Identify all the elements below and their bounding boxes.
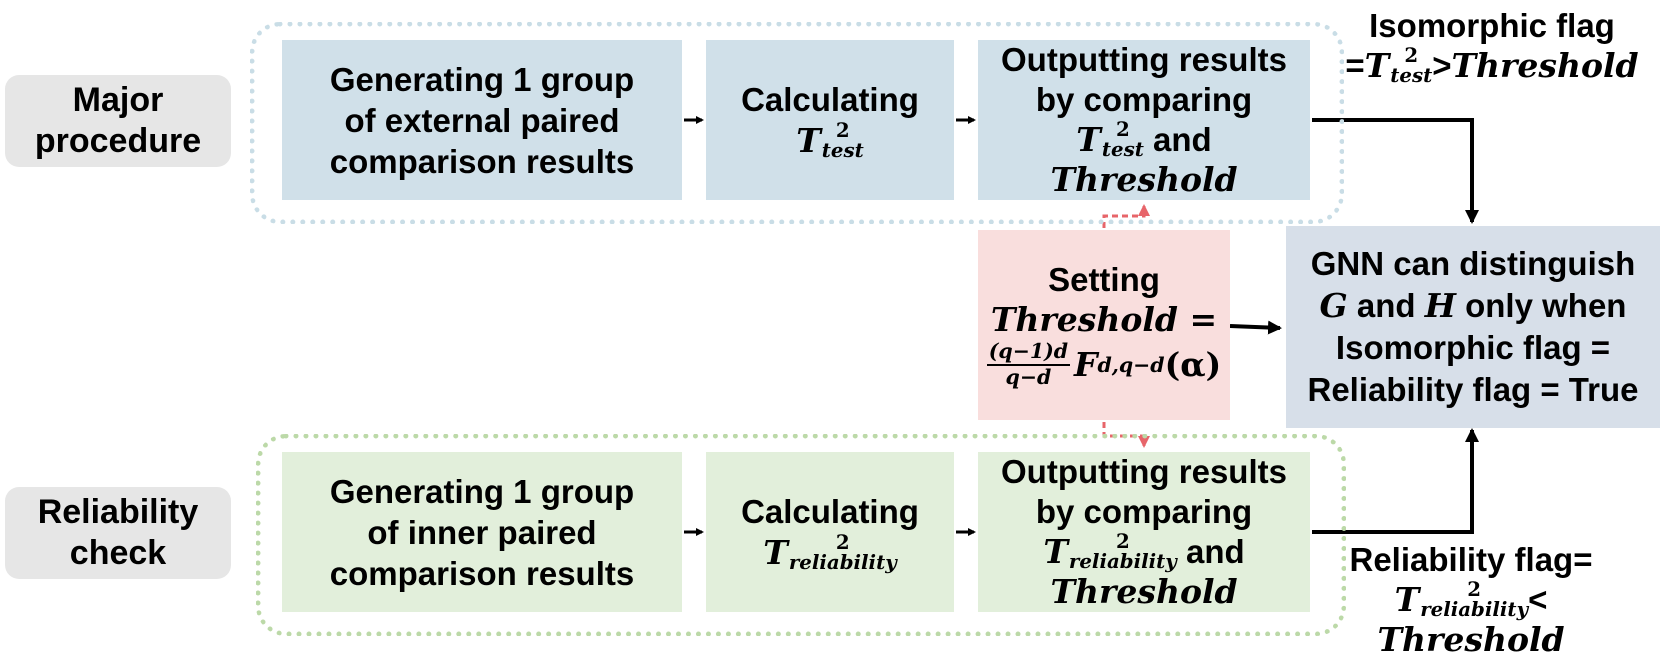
t-symbol: T <box>1364 46 1390 85</box>
rel-step3-threshold: Threshold <box>1050 572 1238 611</box>
t-symbol: T <box>763 533 788 572</box>
t-sup: 2 <box>835 118 850 143</box>
major-step1-line1: Generating 1 group <box>329 60 635 98</box>
rel-step3-line1: Outputting results <box>1001 453 1287 490</box>
major-step2-word: Calculating <box>741 81 919 118</box>
arrow-rel-to-result <box>1312 428 1479 534</box>
rel-step2-word: Calculating <box>741 493 919 530</box>
major-step3-threshold: Threshold <box>1050 160 1238 199</box>
less-than-sign: < <box>1528 581 1548 618</box>
t-symbol: T <box>796 121 821 160</box>
result-line2: G and H only when <box>1320 285 1627 327</box>
reliability-check-frame <box>256 434 1346 636</box>
reliability-step-generate: Generating 1 group of inner paired compa… <box>282 452 682 612</box>
t-sup: 2 <box>1467 577 1482 602</box>
major-step-generate: Generating 1 group of external paired co… <box>282 40 682 200</box>
reliability-label-line2: check <box>69 534 167 572</box>
t-symbol: T <box>1394 580 1420 619</box>
t-sub: test <box>1101 137 1144 162</box>
major-procedure-label: Major procedure <box>5 75 231 167</box>
fraction-denominator: q−d <box>1005 365 1052 389</box>
major-step3-line1: Outputting results <box>1001 41 1287 78</box>
rel-step3-line2: by comparing <box>1035 493 1253 530</box>
t-sub: test <box>1390 63 1433 88</box>
t-sup: 2 <box>1404 43 1419 68</box>
rel-flag-threshold: Threshold <box>1377 620 1565 659</box>
only-when-text: only when <box>1465 287 1627 324</box>
gnn-result-box: GNN can distinguish G and H only when Is… <box>1286 226 1660 428</box>
threshold-line2: Threshold = <box>990 300 1218 340</box>
major-step1-line2: of external paired <box>344 101 620 139</box>
threshold-line1: Setting <box>1048 261 1160 299</box>
and-word: and <box>1356 287 1416 324</box>
result-line1: GNN can distinguish <box>1310 245 1636 282</box>
equals-sign: = <box>1345 47 1365 84</box>
and-word: and <box>1153 121 1212 158</box>
g-symbol: G <box>1319 286 1348 325</box>
alpha-arg: (α) <box>1164 345 1222 384</box>
h-symbol: H <box>1424 286 1456 325</box>
arrow-threshold-to-result <box>1229 320 1282 335</box>
t-sup: 2 <box>1115 529 1130 554</box>
result-line3: Isomorphic flag = <box>1335 329 1611 366</box>
t-symbol: T <box>1076 120 1101 159</box>
reliability-label-line1: Reliability <box>37 493 199 531</box>
rel-step1-line2: of inner paired <box>367 513 597 551</box>
t-sup: 2 <box>1115 117 1130 142</box>
rel-flag-line1: Reliability flag= <box>1349 541 1593 578</box>
iso-threshold: Threshold <box>1451 46 1639 85</box>
t-sub: reliability <box>1068 549 1177 574</box>
fraction-numerator: (q−1)d <box>986 340 1071 366</box>
t-sub: test <box>821 138 864 163</box>
f-symbol: F <box>1074 345 1098 384</box>
iso-flag-line1: Isomorphic flag <box>1369 7 1615 44</box>
threshold-fraction: (q−1)d q−d <box>986 340 1071 389</box>
and-word: and <box>1185 533 1245 570</box>
t-sub: reliability <box>788 550 897 575</box>
major-step3-line2: by comparing <box>1035 81 1253 118</box>
t-sup: 2 <box>835 530 850 555</box>
arrow-major-to-result <box>1312 118 1479 224</box>
f-subscript: d,q−d <box>1097 353 1165 377</box>
major-label-line1: Major <box>72 81 164 119</box>
rel-step1-line1: Generating 1 group <box>329 472 635 510</box>
major-procedure-frame <box>250 22 1344 224</box>
major-label-line2: procedure <box>34 122 202 160</box>
t-symbol: T <box>1043 532 1068 571</box>
t-sub: reliability <box>1420 597 1529 622</box>
reliability-check-label: Reliability check <box>5 487 231 579</box>
greater-than-sign: > <box>1432 47 1452 84</box>
result-line4: Reliability flag = True <box>1307 371 1639 408</box>
rel-step1-line3: comparison results <box>329 554 635 592</box>
major-step1-line3: comparison results <box>329 142 635 180</box>
